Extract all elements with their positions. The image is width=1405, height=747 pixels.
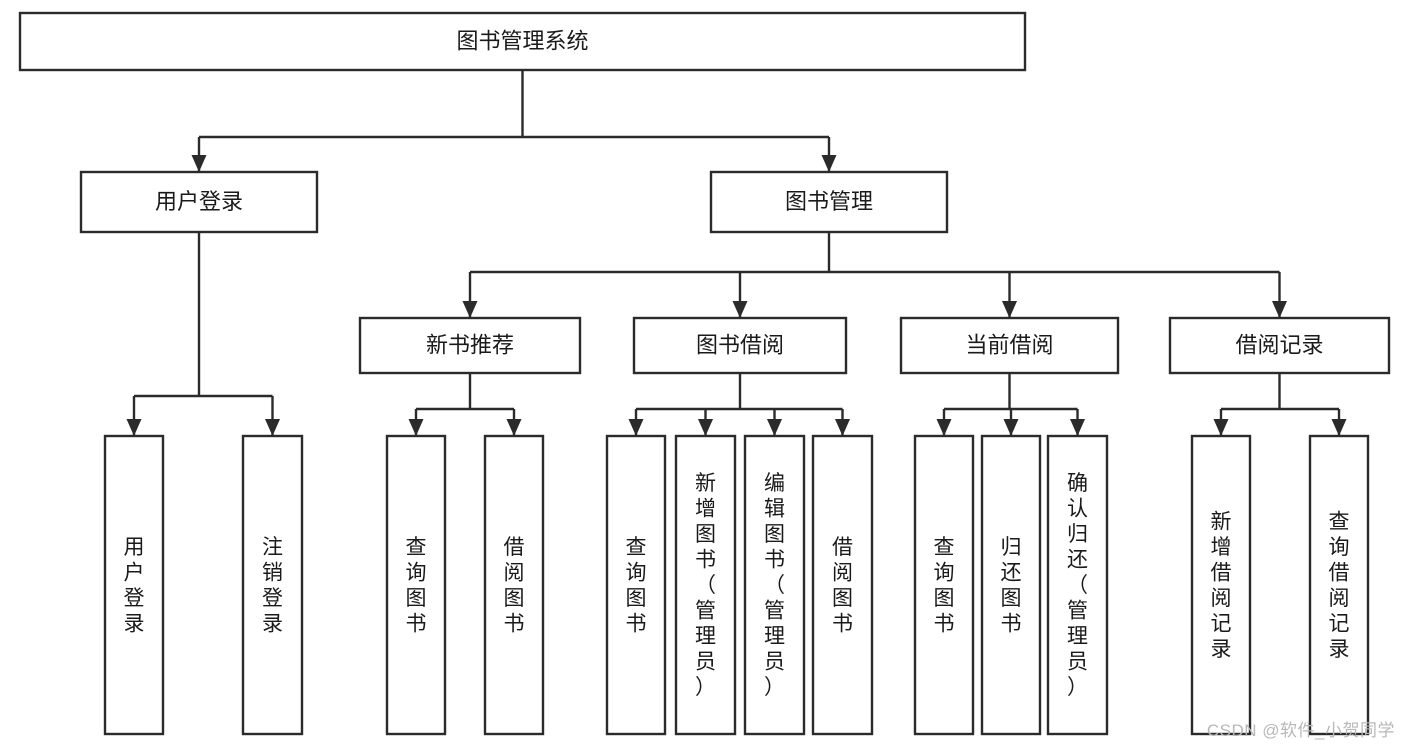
node-leaf-user-login-label: 用户登录 [124, 536, 145, 636]
arrow-head-icon [1272, 301, 1287, 318]
node-borrow-records[interactable]: 借阅记录 [1168, 316, 1391, 375]
node-leaf-logout-label: 注销登录 [262, 536, 283, 636]
arrow-head-icon [936, 419, 952, 436]
node-current-borrow[interactable]: 当前借阅 [899, 316, 1120, 375]
arrow-head-icon [835, 419, 850, 436]
node-leaf-query-record-box [1308, 434, 1370, 736]
node-leaf-edit-book-label: 编辑图书（管理员） [764, 472, 785, 699]
node-leaf-add-record-label: 新增借阅记录 [1211, 510, 1232, 661]
node-leaf-query-book-1[interactable]: 查询图书 [385, 434, 447, 736]
arrow-head-icon [1070, 419, 1085, 436]
node-new-book-recommend-box [358, 316, 582, 375]
node-leaf-return-book[interactable]: 归还图书 [980, 434, 1042, 736]
node-leaf-add-book-box [674, 434, 737, 736]
connector-layer [126, 70, 1347, 436]
arrow-head-icon [462, 301, 478, 318]
node-leaf-add-record[interactable]: 新增借阅记录 [1190, 434, 1252, 736]
arrow-head-icon [506, 419, 522, 436]
node-root-system-box [18, 11, 1027, 72]
node-leaf-borrow-book-2-label: 借阅图书 [832, 536, 853, 636]
arrow-head-icon [732, 301, 748, 318]
node-user-login-label: 用户登录 [155, 189, 243, 214]
node-leaf-query-book-2-label: 查询图书 [626, 536, 647, 636]
node-layer: 图书管理系统用户登录图书管理新书推荐图书借阅当前借阅借阅记录用户登录注销登录查询… [18, 11, 1391, 736]
node-leaf-borrow-book-1-label: 借阅图书 [504, 536, 525, 636]
node-root-system[interactable]: 图书管理系统 [18, 11, 1027, 72]
node-book-management[interactable]: 图书管理 [709, 170, 949, 234]
node-new-book-recommend-label: 新书推荐 [426, 332, 514, 357]
node-leaf-logout-box [241, 434, 304, 736]
node-leaf-query-book-1-label: 查询图书 [406, 536, 427, 636]
node-leaf-query-record[interactable]: 查询借阅记录 [1308, 434, 1370, 736]
node-user-login[interactable]: 用户登录 [79, 170, 319, 234]
arrow-head-icon [767, 419, 782, 436]
node-leaf-borrow-book-1[interactable]: 借阅图书 [483, 434, 545, 736]
node-leaf-query-book-3[interactable]: 查询图书 [913, 434, 975, 736]
node-leaf-confirm-return[interactable]: 确认归还（管理员） [1046, 434, 1109, 736]
node-borrow-records-label: 借阅记录 [1235, 332, 1323, 357]
node-leaf-logout[interactable]: 注销登录 [241, 434, 304, 736]
node-book-borrow-box [632, 316, 848, 375]
node-book-management-box [709, 170, 949, 234]
arrow-head-icon [265, 419, 280, 436]
node-leaf-query-book-1-box [385, 434, 447, 736]
node-leaf-borrow-book-2[interactable]: 借阅图书 [811, 434, 874, 736]
node-borrow-records-box [1168, 316, 1391, 375]
node-leaf-query-book-2[interactable]: 查询图书 [605, 434, 667, 736]
arrow-head-icon [1331, 419, 1347, 436]
node-leaf-query-book-2-box [605, 434, 667, 736]
node-user-login-box [79, 170, 319, 234]
node-book-borrow[interactable]: 图书借阅 [632, 316, 848, 375]
node-leaf-borrow-book-1-box [483, 434, 545, 736]
node-leaf-add-record-box [1190, 434, 1252, 736]
arrow-head-icon [191, 155, 207, 172]
node-current-borrow-box [899, 316, 1120, 375]
arrow-head-icon [821, 155, 837, 172]
arrow-head-icon [628, 419, 644, 436]
node-leaf-edit-book-box [743, 434, 806, 736]
node-root-system-label: 图书管理系统 [456, 28, 588, 53]
arrow-head-icon [1003, 419, 1019, 436]
arrow-head-icon [1213, 419, 1229, 436]
node-leaf-add-book[interactable]: 新增图书（管理员） [674, 434, 737, 736]
node-leaf-borrow-book-2-box [811, 434, 874, 736]
node-leaf-query-book-3-box [913, 434, 975, 736]
node-leaf-user-login[interactable]: 用户登录 [103, 434, 165, 736]
arrow-head-icon [698, 419, 713, 436]
node-leaf-confirm-return-label: 确认归还（管理员） [1067, 472, 1088, 699]
node-leaf-user-login-box [103, 434, 165, 736]
node-leaf-return-book-label: 归还图书 [1001, 536, 1022, 636]
node-leaf-edit-book[interactable]: 编辑图书（管理员） [743, 434, 806, 736]
node-current-borrow-label: 当前借阅 [965, 332, 1053, 357]
node-leaf-confirm-return-box [1046, 434, 1109, 736]
node-new-book-recommend[interactable]: 新书推荐 [358, 316, 582, 375]
node-leaf-query-book-3-label: 查询图书 [934, 536, 955, 636]
node-leaf-query-record-label: 查询借阅记录 [1329, 510, 1350, 661]
arrow-head-icon [126, 419, 142, 436]
node-book-management-label: 图书管理 [785, 189, 873, 214]
node-leaf-add-book-label: 新增图书（管理员） [695, 472, 716, 699]
node-book-borrow-label: 图书借阅 [696, 332, 784, 357]
arrow-head-icon [1002, 301, 1017, 318]
arrow-head-icon [408, 419, 424, 436]
node-leaf-return-book-box [980, 434, 1042, 736]
